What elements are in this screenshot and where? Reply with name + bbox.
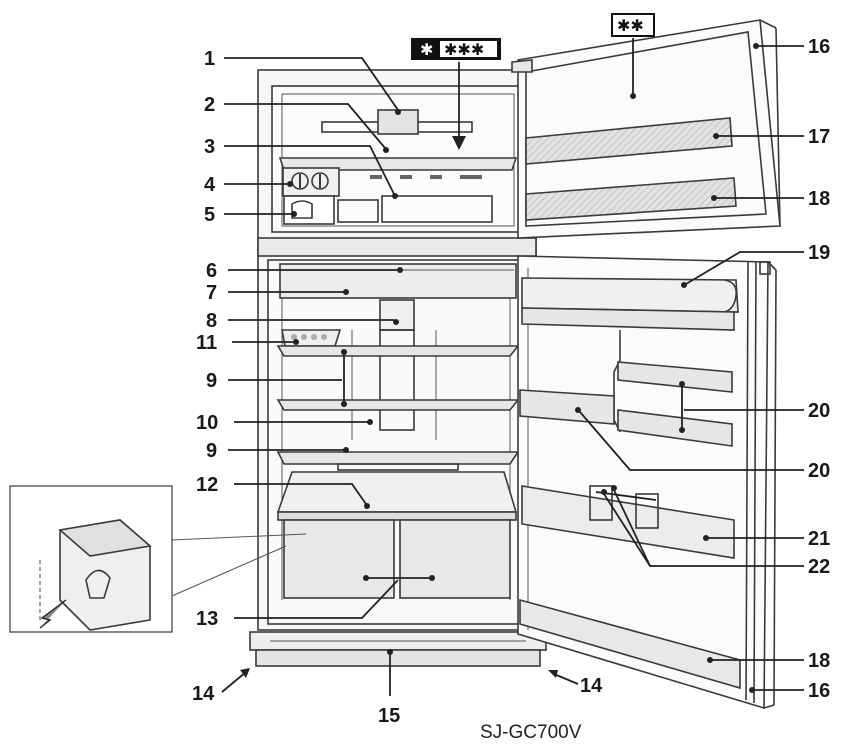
callout-21: 21	[808, 528, 830, 550]
leader-lines	[221, 43, 804, 696]
model-label: SJ-GC700V	[480, 722, 582, 743]
callout-2: 2	[204, 94, 215, 116]
callout-20-lower: 20	[808, 460, 830, 482]
callout-18-upper: 18	[808, 188, 830, 210]
callout-18-lower: 18	[808, 650, 830, 672]
callout-11: 11	[196, 332, 217, 354]
callout-13: 13	[196, 608, 218, 630]
callout-19: 19	[808, 242, 830, 264]
crisper-cover-shelf	[276, 471, 518, 521]
callout-9-lower: 9	[206, 440, 217, 462]
callout-4: 4	[204, 174, 216, 196]
ice-tray-grille	[337, 195, 493, 223]
callout-10: 10	[196, 412, 218, 434]
callout-numbers: 1 2 3 4 5 6 7 8 11 9 10 9 12 13 14 15 14…	[192, 36, 830, 727]
callout-22: 22	[808, 556, 830, 578]
freezer-badge-symbol: ✱	[420, 40, 433, 59]
callout-12: 12	[196, 474, 218, 496]
door-badge-stars: ✱✱	[617, 16, 644, 35]
callout-17: 17	[808, 126, 830, 148]
four-star-freezer-badge: ✱ ✱✱✱	[411, 38, 501, 60]
bottom-door-pocket	[519, 598, 741, 690]
freezer-door-pocket-upper	[525, 117, 733, 165]
freezer-door-pocket-lower	[525, 177, 737, 221]
callout-6: 6	[206, 260, 217, 282]
two-star-door-badge: ✱✱	[611, 13, 655, 37]
callout-14-right: 14	[580, 675, 603, 697]
callout-9-upper: 9	[206, 370, 217, 392]
callout-14-left: 14	[192, 683, 215, 705]
bottom-kick-plate	[249, 631, 547, 667]
callout-15: 15	[378, 705, 400, 727]
freezer-badge-stars: ✱✱✱	[444, 40, 484, 59]
callout-16-upper: 16	[808, 36, 830, 58]
callout-7: 7	[206, 282, 217, 304]
callout-1: 1	[204, 48, 215, 70]
callout-5: 5	[204, 204, 215, 226]
freezer-shelf	[278, 157, 518, 179]
callout-20-upper: 20	[808, 400, 830, 422]
crisper-release-detail-inset	[9, 485, 307, 633]
small-bottle-pockets	[519, 330, 733, 447]
callout-3: 3	[204, 136, 215, 158]
callout-8: 8	[206, 310, 217, 332]
vegetable-crispers	[283, 519, 511, 599]
egg-tray	[281, 329, 342, 347]
ice-maker-unit	[282, 167, 340, 225]
callout-16-lower: 16	[808, 680, 830, 702]
glass-shelves	[276, 345, 520, 471]
dairy-compartment	[521, 277, 739, 331]
